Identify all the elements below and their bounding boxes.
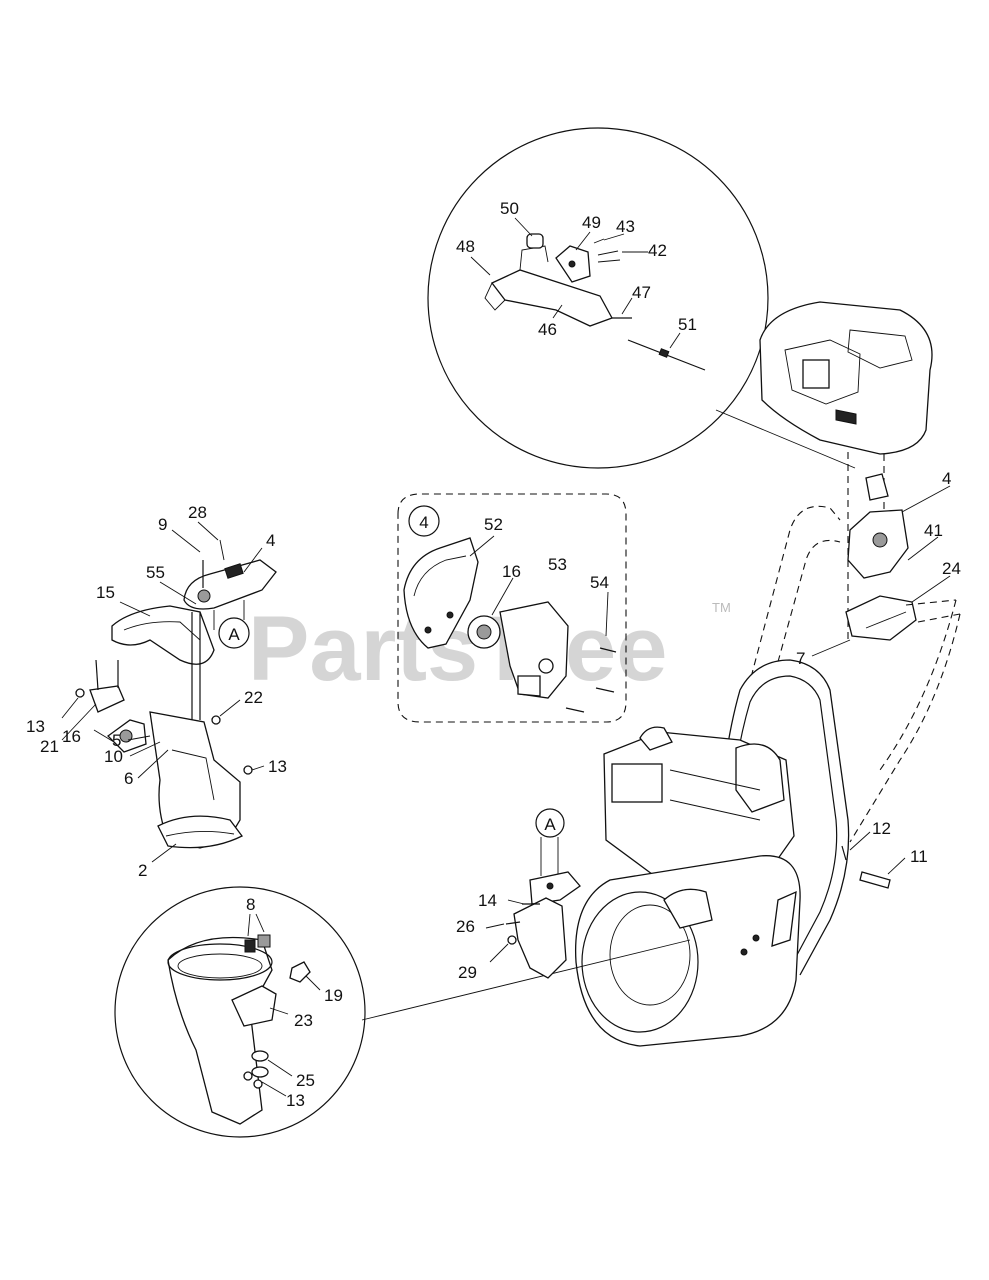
- label-19: 19: [324, 986, 343, 1005]
- callout-labels: 50 49 43 42 48 47 46 51 52 16 53 54 4 41…: [26, 199, 961, 1110]
- label-16-inset: 16: [502, 562, 521, 581]
- label-47: 47: [632, 283, 651, 302]
- label-42: 42: [648, 241, 667, 260]
- label-53: 53: [548, 555, 567, 574]
- label-14: 14: [478, 891, 497, 910]
- label-9: 9: [158, 515, 167, 534]
- label-13-b: 13: [268, 757, 287, 776]
- label-48: 48: [456, 237, 475, 256]
- label-46: 46: [538, 320, 557, 339]
- bottom-detail-circle: [114, 886, 691, 1138]
- label-49: 49: [582, 213, 601, 232]
- label-51: 51: [678, 315, 697, 334]
- ref-marker-inset-4: 4: [419, 513, 428, 532]
- label-28: 28: [188, 503, 207, 522]
- label-8: 8: [246, 895, 255, 914]
- label-43: 43: [616, 217, 635, 236]
- ref-marker-a-bottom: A: [544, 815, 556, 834]
- label-12: 12: [872, 819, 891, 838]
- label-23: 23: [294, 1011, 313, 1030]
- label-16-left: 16: [62, 727, 81, 746]
- top-detail-circle: [427, 127, 856, 469]
- inset-4: [397, 493, 627, 723]
- label-2: 2: [138, 861, 147, 880]
- label-55: 55: [146, 563, 165, 582]
- label-13-c: 13: [286, 1091, 305, 1110]
- chute-assembly: [61, 521, 277, 863]
- label-25: 25: [296, 1071, 315, 1090]
- ref-circle-a-top: [218, 617, 250, 649]
- label-7: 7: [796, 649, 805, 668]
- label-11: 11: [910, 847, 928, 866]
- label-21: 21: [40, 737, 59, 756]
- watermark-tm: TM: [712, 600, 731, 615]
- label-52: 52: [484, 515, 503, 534]
- label-5: 5: [112, 731, 121, 750]
- label-15: 15: [96, 583, 115, 602]
- label-6: 6: [124, 769, 133, 788]
- ref-marker-a-top: A: [228, 625, 240, 644]
- label-10: 10: [104, 747, 123, 766]
- label-24: 24: [942, 559, 961, 578]
- label-22: 22: [244, 688, 263, 707]
- center-bracket: [485, 808, 581, 979]
- engine-assembly: [574, 301, 961, 1047]
- label-4-right: 4: [942, 469, 951, 488]
- label-50: 50: [500, 199, 519, 218]
- label-29: 29: [458, 963, 477, 982]
- label-26: 26: [456, 917, 475, 936]
- label-54: 54: [590, 573, 609, 592]
- label-4-left: 4: [266, 531, 275, 550]
- label-13-a: 13: [26, 717, 45, 736]
- label-41: 41: [924, 521, 943, 540]
